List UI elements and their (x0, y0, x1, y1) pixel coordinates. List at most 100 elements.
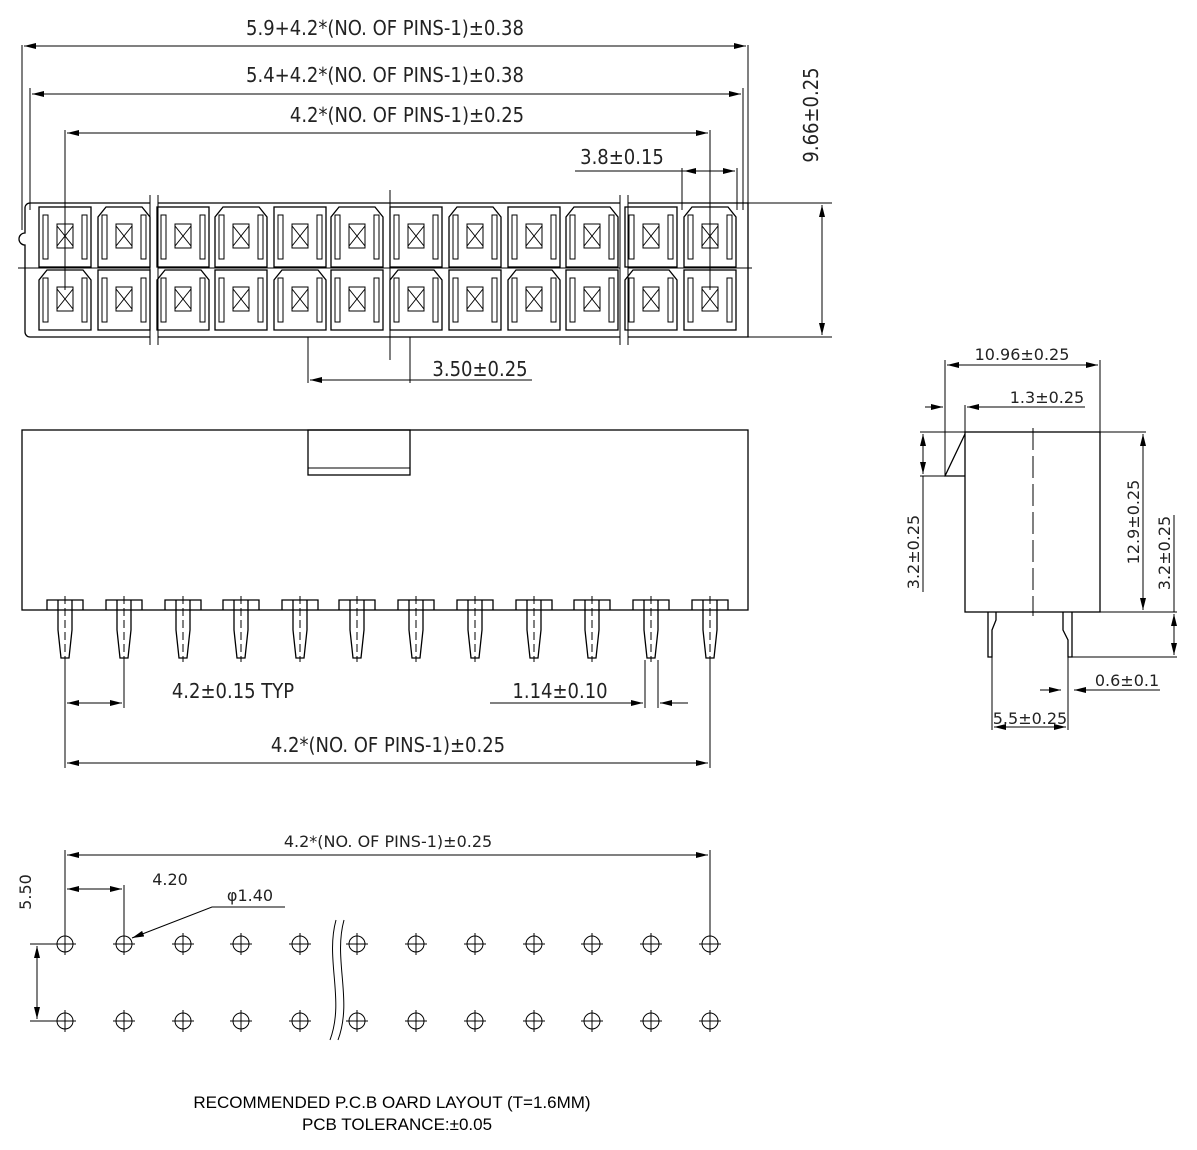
pin-cavity (38, 206, 92, 268)
terminal-icon (466, 286, 484, 312)
terminal-icon (407, 223, 425, 249)
dim-pitch-total: 4.2*(NO. OF PINS-1)±0.25 (290, 103, 524, 127)
terminal-icon (291, 286, 309, 312)
pin-cavity (273, 206, 327, 268)
terminal-icon (407, 286, 425, 312)
pin-cavities (38, 206, 737, 331)
side-pin-left (987, 612, 997, 658)
pin-cavity (507, 269, 561, 331)
pin-cavity (38, 269, 92, 331)
pin (456, 596, 494, 662)
pin-cavity (156, 269, 210, 331)
dim-body-height: 12.9±0.25 (1124, 480, 1143, 565)
pcb-hole (464, 933, 486, 955)
dim-pcb-row-spacing: 5.50 (16, 874, 35, 910)
dim-body-length: 5.4+4.2*(NO. OF PINS-1)±0.38 (246, 63, 524, 87)
pin (515, 596, 553, 662)
latch-front (307, 429, 411, 476)
dim-hole-diameter: φ1.40 (227, 886, 273, 905)
pin-cavity (97, 269, 151, 331)
terminal-icon (348, 286, 366, 312)
terminal-icon (348, 223, 366, 249)
pin-cavity (507, 206, 561, 268)
pin (222, 596, 260, 662)
pin-cavity (214, 269, 268, 331)
pin-cavity (97, 206, 151, 268)
break-gap-left (150, 195, 158, 345)
break-gap-right (620, 195, 628, 345)
pcb-hole (113, 1010, 135, 1032)
pcb-hole (54, 1010, 76, 1032)
dim-latch-height: 3.2±0.25 (904, 515, 923, 589)
pcb-layout-title: RECOMMENDED P.C.B OARD LAYOUT (T=1.6MM) (193, 1093, 590, 1112)
top-view: 5.9+4.2*(NO. OF PINS-1)±0.38 5.4+4.2*(NO… (18, 16, 832, 383)
pin-cavity (273, 269, 327, 331)
pcb-hole (405, 933, 427, 955)
pcb-hole (346, 1010, 368, 1032)
pcb-hole (699, 933, 721, 955)
pin (397, 596, 435, 662)
pin (46, 596, 84, 662)
terminal-icon (701, 223, 719, 249)
front-view: 4.2±0.15 TYP 1.14±0.10 4.2*(NO. OF PINS-… (21, 429, 749, 768)
terminal-icon (115, 223, 133, 249)
pin-cavity (565, 206, 619, 268)
pcb-hole (230, 933, 252, 955)
dim-pin-width: 1.14±0.10 (512, 679, 607, 703)
pcb-hole (113, 933, 135, 955)
pin-cavity (624, 206, 678, 268)
pin (338, 596, 376, 662)
pcb-layout: 4.2*(NO. OF PINS-1)±0.25 4.20 φ1.40 5.50… (16, 832, 721, 1134)
dim-pin-length: 3.2±0.25 (1155, 516, 1174, 590)
pin-cavity (389, 206, 443, 268)
terminal-icon (174, 286, 192, 312)
pin-cavity (214, 206, 268, 268)
dim-pcb-pitch-total: 4.2*(NO. OF PINS-1)±0.25 (284, 832, 492, 851)
dim-pcb-pitch: 4.20 (152, 870, 188, 889)
latch-side (943, 433, 966, 477)
pin (573, 596, 611, 662)
terminal-icon (642, 223, 660, 249)
terminal-icon (56, 286, 74, 312)
terminal-icon (525, 223, 543, 249)
pcb-hole (54, 933, 76, 955)
dim-latch-offset: 1.3±0.25 (1010, 388, 1084, 407)
pin-cavity (448, 206, 502, 268)
pcb-hole (581, 1010, 603, 1032)
side-view: 10.96±0.25 1.3±0.25 3.2±0.25 12.9±0.25 3… (904, 345, 1177, 730)
top-dimension-lines (18, 43, 832, 383)
terminal-icon (642, 286, 660, 312)
pcb-hole (289, 1010, 311, 1032)
dim-cell-width: 3.8±0.15 (580, 145, 664, 169)
pin (105, 596, 143, 662)
pcb-holes (54, 933, 721, 1032)
dim-pitch-total-front: 4.2*(NO. OF PINS-1)±0.25 (271, 733, 505, 757)
pin-cavity (156, 206, 210, 268)
terminal-icon (525, 286, 543, 312)
pin-cavity (330, 269, 384, 331)
pcb-hole (640, 1010, 662, 1032)
pcb-hole (523, 1010, 545, 1032)
pcb-hole (405, 1010, 427, 1032)
dim-depth: 10.96±0.25 (975, 345, 1070, 364)
connector-body-top (18, 202, 749, 338)
pcb-hole (464, 1010, 486, 1032)
dim-height: 9.66±0.25 (799, 67, 823, 162)
pin (164, 596, 202, 662)
terminal-icon (56, 223, 74, 249)
terminal-icon (583, 286, 601, 312)
pcb-hole (523, 933, 545, 955)
terminal-icon (701, 286, 719, 312)
dim-latch-width: 3.50±0.25 (432, 357, 527, 381)
pin (632, 596, 670, 662)
pcb-hole (172, 1010, 194, 1032)
pins-front (46, 596, 729, 662)
terminal-icon (232, 223, 250, 249)
pcb-hole (172, 933, 194, 955)
terminal-icon (232, 286, 250, 312)
dim-overall-length: 5.9+4.2*(NO. OF PINS-1)±0.38 (246, 16, 524, 40)
pcb-hole (289, 933, 311, 955)
terminal-icon (291, 223, 309, 249)
